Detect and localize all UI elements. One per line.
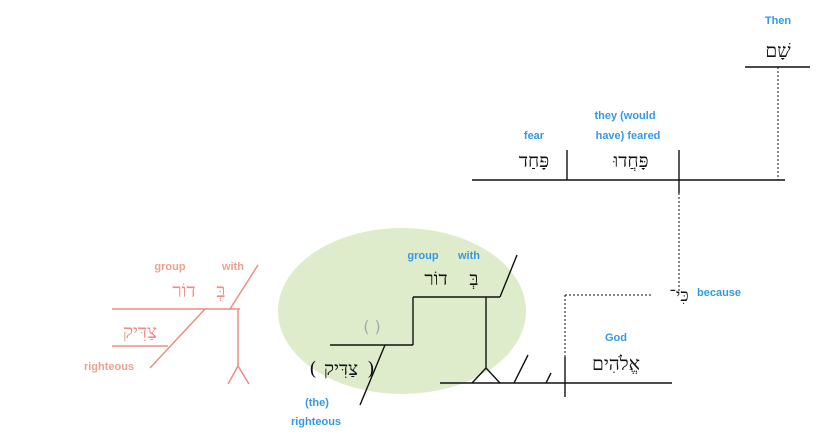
alternative-parsing (112, 264, 259, 385)
alt-foot-right (237, 365, 250, 385)
predicate-hebrew: צַדִּיק (324, 358, 358, 380)
predicate-english-line1: (the) (305, 397, 329, 409)
verb-english-line2: have) feared (596, 130, 661, 142)
conjunction-english: because (697, 287, 741, 299)
adverb-english: Then (765, 15, 792, 27)
alt-foot-left (227, 365, 239, 385)
alt-prep-english: with (221, 261, 244, 273)
pedestal-right (485, 367, 501, 384)
subject-english: God (605, 332, 627, 344)
subject-hebrew: אֱלֹהִים (592, 353, 640, 375)
empty-parens: ( ) (363, 317, 381, 336)
subordinate-clause (330, 254, 672, 406)
object-hebrew: פָּחַד (519, 150, 549, 172)
alt-prep-hebrew: בְּ (216, 280, 225, 302)
predicate-slant (359, 344, 386, 406)
predicate-slash-2 (545, 372, 552, 384)
pedestal-left (471, 367, 487, 384)
predicate-open-paren: ( (309, 358, 316, 380)
prep-english: with (457, 250, 480, 262)
highlight-ellipse (278, 228, 526, 394)
predicate-english-line2: righteous (291, 416, 341, 428)
verb-hebrew: פָּחֲדוּ (612, 150, 648, 172)
prep-slant (499, 254, 518, 298)
adverb-hebrew: שָׁם (765, 40, 791, 62)
prep-noun-english: group (407, 250, 438, 262)
predicate-slash-1 (513, 354, 529, 384)
prep-hebrew: בְּ (469, 268, 478, 290)
verb-english-line1: they (would (594, 110, 655, 122)
prep-noun-hebrew: דוֹר (424, 268, 447, 290)
alt-lower-slant (149, 308, 206, 369)
alt-modifier-hebrew: צַדִּיק (123, 321, 157, 343)
alt-noun-hebrew: דוֹר (172, 280, 195, 302)
alt-modifier-english: righteous (84, 361, 134, 373)
alt-upper-slant (229, 264, 259, 310)
predicate-close-paren: ) (367, 358, 374, 380)
object-english: fear (524, 130, 545, 142)
alt-noun-english: group (154, 261, 185, 273)
conjunction-hebrew: כִּי־ (669, 286, 688, 306)
